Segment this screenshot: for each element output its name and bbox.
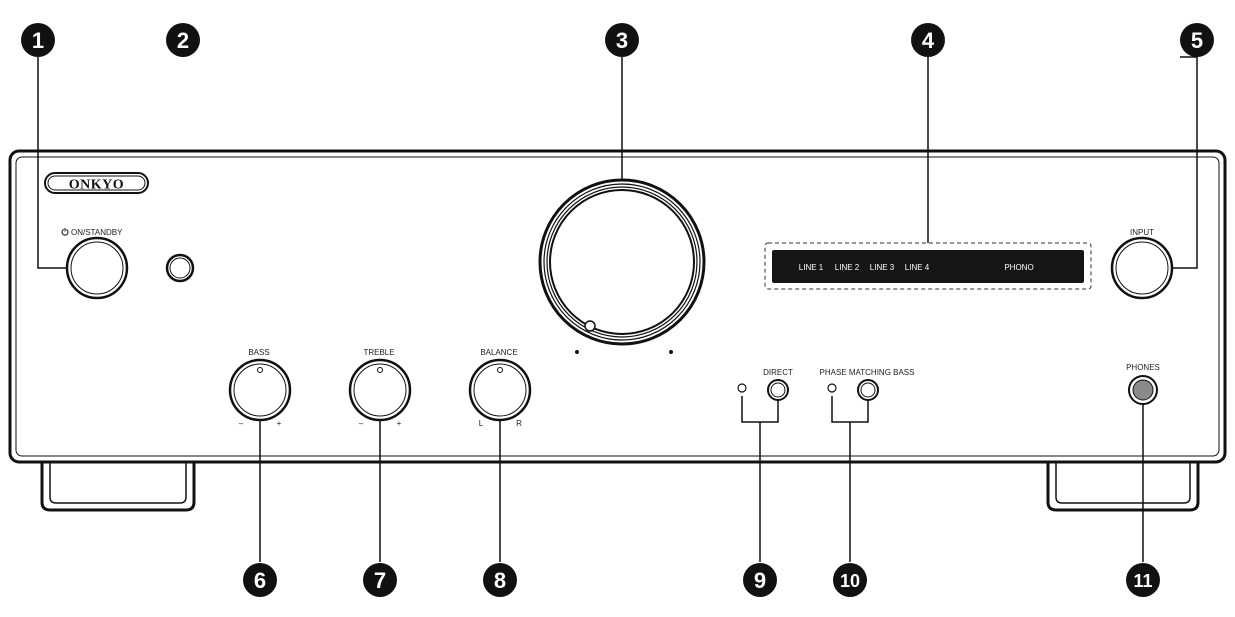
callout-leader-lines [37,56,1198,562]
direct-control[interactable]: DIRECT [737,368,793,401]
brand-logo-text: ONKYO [69,178,124,193]
remote-sensor [165,253,195,283]
callout-10: 10 [833,563,867,597]
power-label: ON/STANDBY [71,228,123,237]
callout-4-number: 4 [922,28,935,53]
bass-label: BASS [248,348,269,357]
display-highlight-box [764,242,1092,290]
direct-indicator-led [737,383,747,393]
phones-label: PHONES [1126,363,1160,372]
treble-control[interactable]: TREBLE – + [348,348,412,428]
callout-6-number: 6 [254,568,266,593]
volume-max-dot [669,350,673,354]
volume-min-dot [575,350,579,354]
callout-8-number: 8 [494,568,506,593]
callout-5-number: 5 [1191,28,1203,53]
right-foot [1046,462,1200,512]
callout-11: 11 [1126,563,1160,597]
left-foot [40,462,196,512]
bass-plus-label: + [277,419,282,428]
treble-label: TREBLE [363,348,394,357]
callout-3: 3 [605,23,639,57]
direct-label: DIRECT [763,368,793,377]
callout-10-number: 10 [840,571,860,591]
balance-label: BALANCE [480,348,517,357]
callout-2: 2 [166,23,200,57]
chassis-inner-edge [15,156,1220,457]
callout-1-number: 1 [32,28,44,53]
treble-plus-label: + [397,419,402,428]
bass-control[interactable]: BASS – + [228,348,292,428]
callout-7-number: 7 [374,568,386,593]
callout-3-number: 3 [616,28,628,53]
volume-indicator [584,320,596,332]
display-line4: LINE 4 [905,263,930,272]
treble-minus-label: – [359,419,364,428]
callout-9-number: 9 [754,568,766,593]
volume-knob[interactable] [538,178,706,354]
display-line1: LINE 1 [799,263,824,272]
callout-9: 9 [743,563,777,597]
input-label: INPUT [1130,228,1154,237]
phase-matching-bass-led [827,383,837,393]
input-control[interactable]: INPUT [1110,228,1174,300]
display-line3: LINE 3 [870,263,895,272]
balance-left-label: L [479,419,484,428]
display-line2: LINE 2 [835,263,860,272]
callout-8: 8 [483,563,517,597]
callout-4: 4 [911,23,945,57]
balance-right-label: R [516,419,522,428]
phase-matching-bass-label: PHASE MATCHING BASS [820,368,915,377]
onkyo-logo: ONKYO [44,172,149,194]
display-screen [772,250,1084,283]
display-phono: PHONO [1004,263,1033,272]
callout-5: 5 [1180,23,1214,57]
callout-1: 1 [21,23,55,57]
callout-7: 7 [363,563,397,597]
power-button[interactable] [65,236,129,300]
power-icon [61,228,69,236]
callout-2-number: 2 [177,28,189,53]
callout-11-number: 11 [1133,571,1152,591]
callout-6: 6 [243,563,277,597]
input-display: LINE 1 LINE 2 LINE 3 LINE 4 PHONO [764,242,1092,290]
bass-minus-label: – [239,419,244,428]
input-knob[interactable] [1110,236,1174,300]
phones-jack[interactable]: PHONES [1126,363,1160,405]
